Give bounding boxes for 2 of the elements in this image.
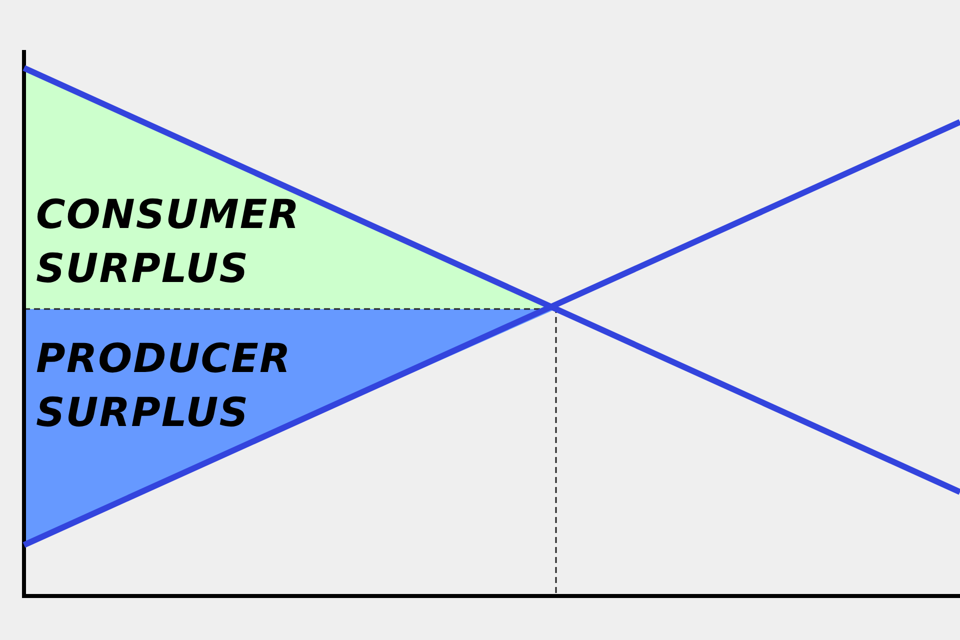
producer-surplus-label: PRODUCER SURPLUS — [36, 335, 292, 438]
consumer-surplus-label: CONSUMER SURPLUS — [36, 191, 302, 294]
